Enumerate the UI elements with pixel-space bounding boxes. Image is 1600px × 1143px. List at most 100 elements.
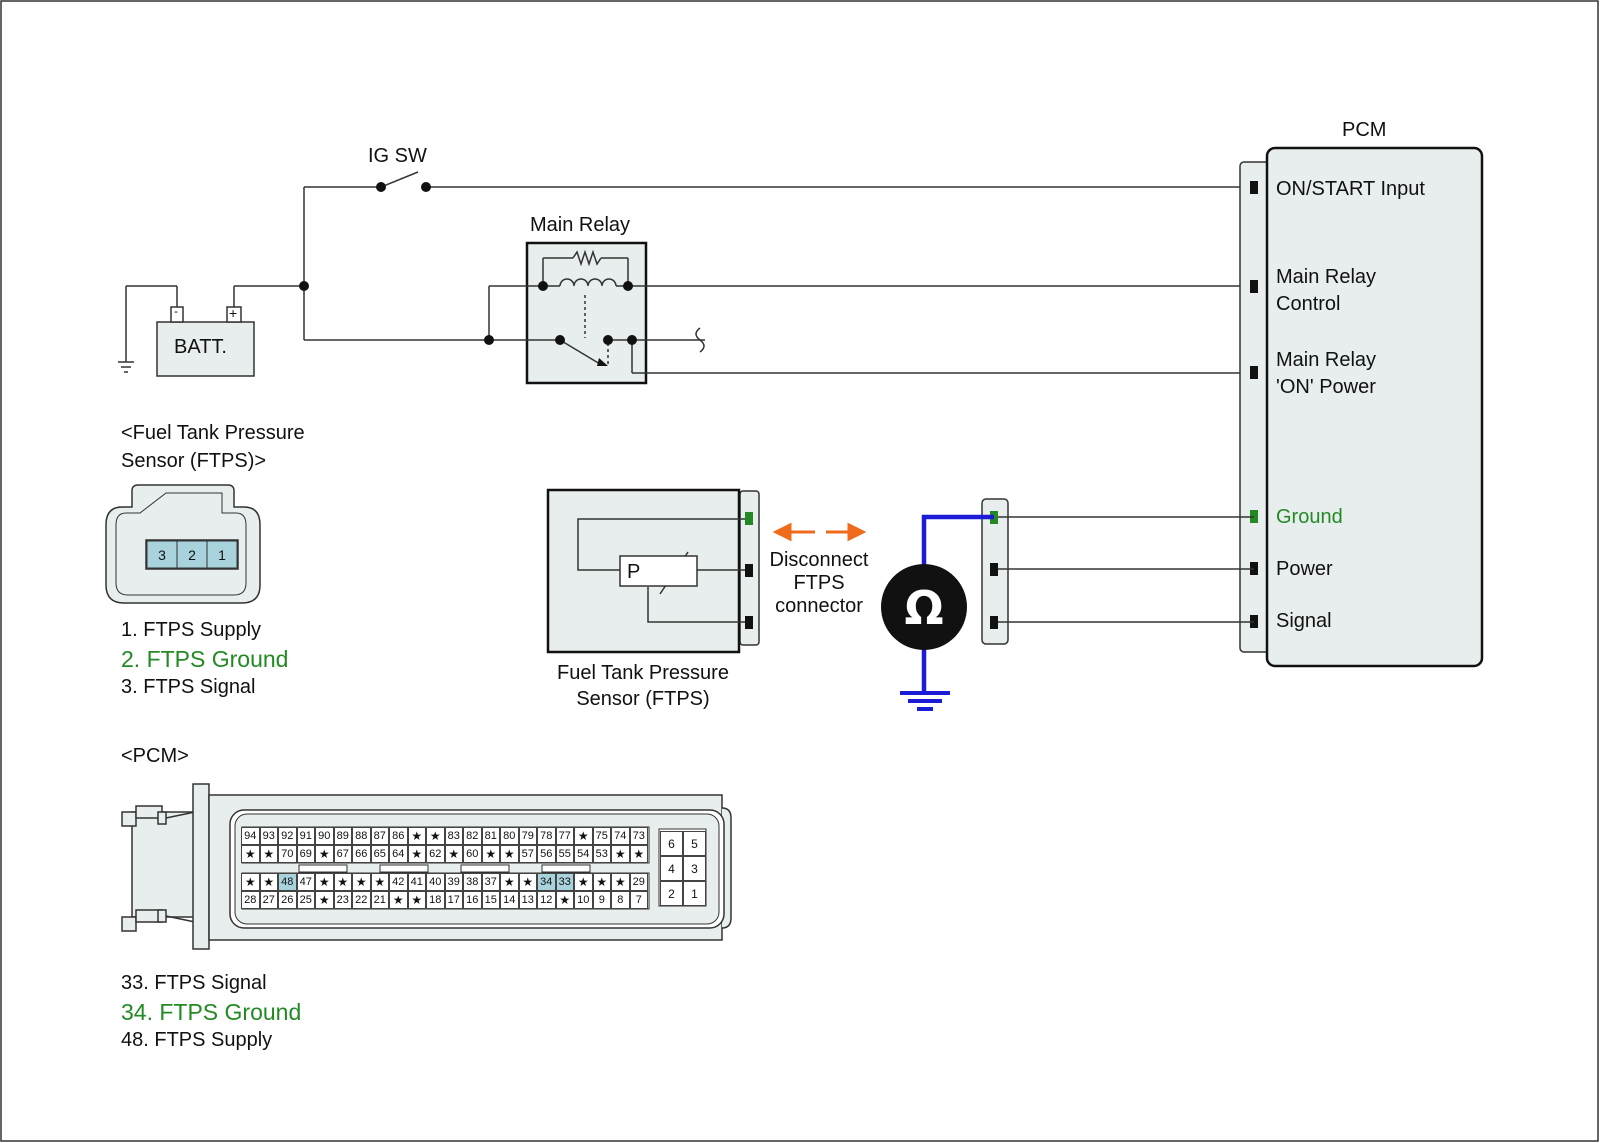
pcm-pin-cell: 83: [444, 827, 463, 845]
ftps-pin: 1: [218, 547, 226, 563]
pcm-pin-cell: 17: [444, 891, 463, 909]
pcm-pin-cell: 77: [555, 827, 574, 845]
pcm-pin-cell: 21: [370, 891, 389, 909]
pcm-legend-2: 34. FTPS Ground: [121, 999, 302, 1025]
pcm-pin-cell: ★: [241, 873, 260, 891]
pcm-pin-cell: 94: [241, 827, 260, 845]
sensor-symbol: P: [627, 561, 641, 583]
pcm-pin-cell: 78: [537, 827, 556, 845]
pcm-pin-cell: ★: [574, 827, 593, 845]
main-relay-label: Main Relay: [530, 214, 631, 236]
pcm-pin-cell: 48: [278, 873, 297, 891]
pcm-pin-cell: 27: [259, 891, 278, 909]
ftps-pin: 2: [188, 547, 196, 563]
sensor-caption-2: Sensor (FTPS): [576, 688, 710, 710]
pcm-pin-cell: 42: [389, 873, 408, 891]
ftps-sensor: [546, 488, 760, 654]
pcm-small-pin-cell: 6: [660, 831, 683, 856]
ftps-connector-title-1: <Fuel Tank Pressure: [121, 422, 305, 444]
pcm-pin-cell: 37: [481, 873, 500, 891]
battery: [118, 285, 489, 377]
pcm-pin-cell: 29: [629, 873, 648, 891]
pcm-small-pin-cell: 3: [683, 856, 706, 881]
pcm-pin-cell: 47: [296, 873, 315, 891]
disconnect-note-1: Disconnect: [769, 549, 869, 571]
pcm-pin-relay-on-power-1: Main Relay: [1276, 349, 1377, 371]
pcm-pin-cell: ★: [407, 891, 426, 909]
pcm-legend-1: 33. FTPS Signal: [121, 972, 267, 994]
ohm-symbol-icon: Ω: [904, 581, 944, 635]
ftps-connector-title-2: Sensor (FTPS)>: [121, 450, 267, 472]
ohmmeter-icon: [881, 564, 967, 650]
pcm-pin-cell: ★: [407, 827, 426, 845]
pcm-pin-cell: 54: [574, 845, 593, 863]
pcm-pin-cell: 82: [463, 827, 482, 845]
pcm-pin-cell: ★: [500, 845, 519, 863]
pcm-pin-cell: 14: [500, 891, 519, 909]
pcm-pin-cell: 25: [296, 891, 315, 909]
pcm-pin-cell: 7: [629, 891, 648, 909]
pcm-pin-cell: ★: [315, 891, 334, 909]
pcm-pin-cell: ★: [518, 873, 537, 891]
ftps-legend-3: 3. FTPS Signal: [121, 676, 256, 698]
pcm-box: [1239, 146, 1484, 668]
pcm-pin-cell: 60: [463, 845, 482, 863]
pcm-pin-cell: 70: [278, 845, 297, 863]
ftps-connector-face: [105, 484, 261, 604]
pcm-pin-cell: ★: [315, 845, 334, 863]
pcm-pin-cell: ★: [426, 827, 445, 845]
pcm-pin-cell: ★: [555, 891, 574, 909]
pcm-pin-cell: ★: [444, 845, 463, 863]
pcm-pin-cell: 57: [518, 845, 537, 863]
pcm-pin-signal: Signal: [1276, 610, 1332, 632]
ig-sw-label: IG SW: [368, 145, 427, 167]
pcm-pin-cell: 41: [407, 873, 426, 891]
pcm-pin-cell: ★: [407, 845, 426, 863]
pcm-connector-face: [121, 783, 732, 950]
pcm-pin-cell: ★: [592, 873, 611, 891]
pcm-pin-cell: ★: [500, 873, 519, 891]
pcm-small-pin-cell: 1: [683, 881, 706, 906]
pcm-pin-cell: 69: [296, 845, 315, 863]
battery-neg-label: -: [174, 304, 178, 318]
pcm-pin-cell: 91: [296, 827, 315, 845]
pcm-pin-cell: 18: [426, 891, 445, 909]
pcm-title: PCM: [1342, 119, 1387, 141]
pcm-pin-cell: ★: [315, 873, 334, 891]
pcm-pin-cell: 34: [537, 873, 556, 891]
pcm-legend-3: 48. FTPS Supply: [121, 1029, 273, 1051]
pcm-pin-cell: 10: [574, 891, 593, 909]
pcm-pin-cell: 65: [370, 845, 389, 863]
pcm-pin-cell: ★: [611, 845, 630, 863]
battery-label: BATT.: [174, 336, 227, 358]
pcm-pin-cell: 90: [315, 827, 334, 845]
pcm-pin-cell: 66: [352, 845, 371, 863]
pcm-pin-cell: ★: [629, 845, 648, 863]
pcm-pin-cell: 28: [241, 891, 260, 909]
pcm-pin-relay-on-power-2: 'ON' Power: [1276, 376, 1376, 398]
pcm-pin-cell: ★: [259, 873, 278, 891]
sensor-caption-1: Fuel Tank Pressure: [557, 662, 729, 684]
pcm-pin-cell: 75: [592, 827, 611, 845]
pcm-pin-cell: ★: [370, 873, 389, 891]
battery-pos-label: +: [229, 305, 238, 321]
pcm-pin-on-start: ON/START Input: [1276, 178, 1425, 200]
pcm-pin-cell: 53: [592, 845, 611, 863]
pcm-pin-cell: 86: [389, 827, 408, 845]
pcm-pin-cell: 33: [555, 873, 574, 891]
pcm-pin-cell: ★: [574, 873, 593, 891]
pcm-pin-cell: 55: [555, 845, 574, 863]
pcm-pin-cell: 12: [537, 891, 556, 909]
pcm-connector-title: <PCM>: [121, 745, 189, 767]
pcm-pin-cell: 73: [629, 827, 648, 845]
pcm-pin-cell: ★: [259, 845, 278, 863]
pcm-pin-power: Power: [1276, 558, 1333, 580]
main-relay: [488, 241, 1254, 385]
ftps-legend-1: 1. FTPS Supply: [121, 619, 262, 641]
pcm-pin-relay-control-1: Main Relay: [1276, 266, 1377, 288]
pcm-pin-cell: 89: [333, 827, 352, 845]
pcm-pin-cell: ★: [389, 891, 408, 909]
pcm-pin-cell: 38: [463, 873, 482, 891]
pcm-pin-cell: 67: [333, 845, 352, 863]
